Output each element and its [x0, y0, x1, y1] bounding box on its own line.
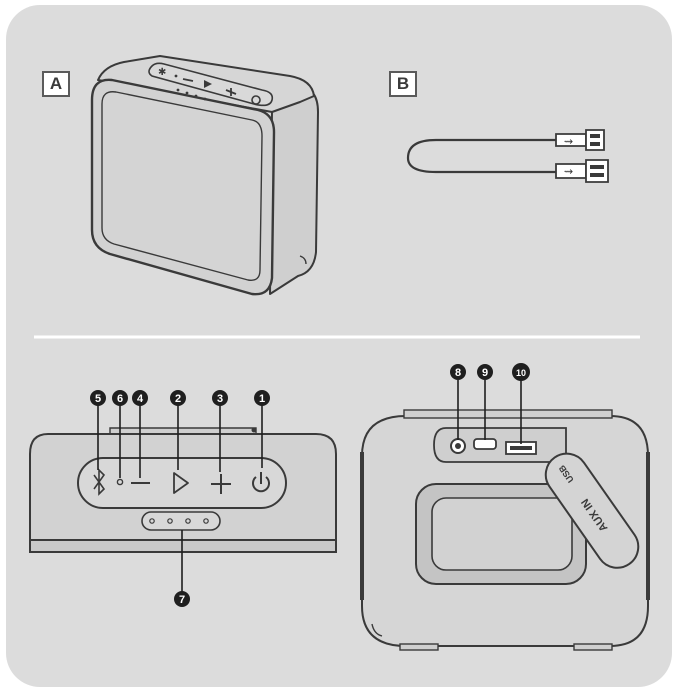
led-indicator-strip [141, 511, 221, 531]
micro-usb-port [473, 438, 497, 450]
usb-icon-top: ⇝ [564, 135, 573, 148]
top-power-icon [251, 95, 261, 105]
usb-cable: ⇝ ⇝ [406, 129, 609, 183]
speaker-perspective: ✱ [90, 55, 319, 296]
usb-icon-bottom: ⇝ [564, 165, 573, 178]
control-panel [77, 457, 287, 509]
top-bluetooth-icon: ✱ [158, 67, 166, 78]
play-pause-icon [173, 472, 189, 494]
callout-9: 9 [482, 367, 488, 379]
rubber-cover-flap: AUX IN USB [544, 452, 640, 569]
power-icon [252, 476, 270, 493]
label-box-b: B [389, 71, 417, 97]
speaker-back-view: AUX IN USB [360, 380, 650, 651]
callout-4: 4 [137, 393, 144, 405]
callout-3: 3 [217, 393, 223, 405]
callout-7: 7 [179, 594, 185, 606]
callout-5: 5 [95, 393, 101, 405]
status-led-icon [116, 478, 124, 486]
callout-2: 2 [175, 393, 181, 405]
speaker-top-view [29, 405, 337, 592]
bluetooth-icon [93, 468, 106, 496]
callout-6: 6 [117, 393, 123, 405]
callouts: 5 6 4 2 3 1 7 8 9 10 [90, 363, 530, 607]
callout-1: 1 [259, 393, 265, 405]
label-box-a: A [42, 71, 70, 97]
top-play-icon [204, 80, 212, 88]
callout-10: 10 [516, 368, 526, 378]
callout-8: 8 [455, 367, 461, 379]
